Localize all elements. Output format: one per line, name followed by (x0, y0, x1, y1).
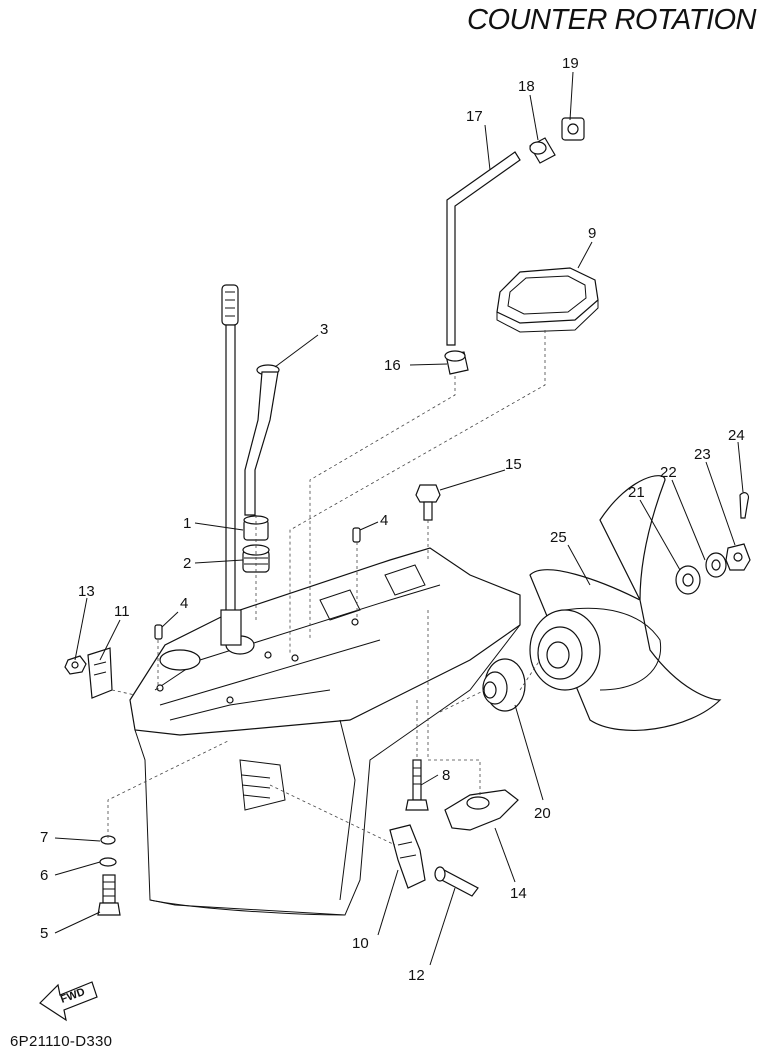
part-label-3: 3 (320, 321, 328, 338)
bolt-12 (434, 866, 479, 897)
part-label-11: 11 (114, 603, 130, 620)
part-label-15: 15 (505, 456, 522, 473)
part-label-12: 12 (408, 967, 425, 984)
gasket-9 (496, 267, 599, 333)
part-label-5: 5 (40, 925, 48, 942)
part-label-14: 14 (510, 885, 527, 902)
part-label-9: 9 (588, 225, 596, 242)
part-label-21: 21 (628, 484, 645, 501)
joint-18 (529, 137, 556, 164)
nut-23 (725, 543, 751, 571)
part-label-6: 6 (40, 867, 48, 884)
part-label-10: 10 (352, 935, 369, 952)
bolt-15 (415, 484, 441, 521)
part-labels: 1 2 3 4 4 5 6 7 8 9 10 11 12 13 14 15 16… (40, 55, 745, 984)
spacer-20 (482, 658, 526, 712)
part-label-17: 17 (466, 108, 483, 125)
lower-unit-housing (129, 547, 521, 916)
part-label-24: 24 (728, 427, 745, 444)
part-label-7: 7 (40, 829, 48, 846)
assembly-lines (107, 330, 546, 846)
tube-17 (446, 151, 521, 346)
washer-21 (675, 565, 701, 595)
anode-11 (87, 647, 113, 699)
pin-4-upper (352, 527, 361, 543)
diagram-title: COUNTER ROTATION (467, 4, 756, 36)
part-label-18: 18 (518, 78, 535, 95)
grommet-19 (561, 117, 585, 141)
leader-lines (54, 71, 744, 966)
part-label-13: 13 (78, 583, 95, 600)
part-label-8: 8 (442, 767, 450, 784)
fwd-arrow-icon: FWD (39, 981, 98, 1022)
water-tube-3 (244, 364, 280, 516)
bolt-5 (97, 874, 121, 916)
part-label-19: 19 (562, 55, 579, 72)
bolt-8 (405, 759, 429, 811)
part-label-4-upper: 4 (380, 512, 388, 529)
joint-16 (444, 350, 469, 375)
anode-10 (389, 824, 426, 889)
cotter-pin-24 (739, 492, 750, 519)
part-label-2: 2 (183, 555, 191, 572)
part-label-16: 16 (384, 357, 401, 374)
part-label-22: 22 (660, 464, 677, 481)
trim-tab-14 (444, 789, 519, 831)
drive-shaft (220, 284, 242, 646)
part-label-25: 25 (550, 529, 567, 546)
diagram-code: 6P21110-D330 (10, 1033, 113, 1050)
pin-4-lower (154, 624, 163, 640)
part-label-23: 23 (694, 446, 711, 463)
part-label-20: 20 (534, 805, 551, 822)
washer-22 (705, 552, 727, 578)
propeller-25 (529, 475, 722, 731)
part-label-4-lower: 4 (180, 595, 188, 612)
gasket-6 (99, 857, 117, 867)
part-label-1: 1 (183, 515, 191, 532)
nut-13 (64, 655, 87, 675)
